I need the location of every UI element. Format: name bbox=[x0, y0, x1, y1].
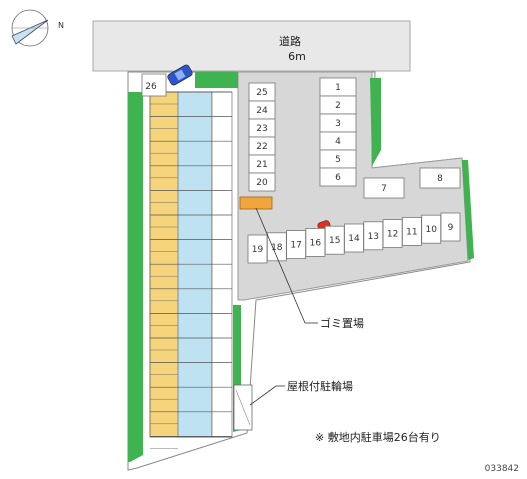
property-id: 033842 bbox=[485, 464, 519, 474]
stall-26-label: 26 bbox=[145, 82, 157, 92]
stall-11-label: 11 bbox=[406, 227, 417, 237]
stall-20 bbox=[248, 172, 276, 192]
stall-3-label: 3 bbox=[335, 119, 341, 129]
stall-19-label: 19 bbox=[252, 245, 264, 255]
stall-12-label: 12 bbox=[387, 230, 398, 240]
stall-23-label: 23 bbox=[256, 124, 267, 134]
compass-north-label: N bbox=[58, 21, 64, 30]
stall-2-label: 2 bbox=[335, 101, 341, 111]
stall-17-label: 17 bbox=[290, 241, 301, 251]
bicycle-leader bbox=[249, 385, 277, 406]
stall-26 bbox=[141, 73, 167, 97]
blue-car bbox=[167, 64, 193, 86]
stall-25-label: 25 bbox=[256, 88, 267, 98]
stall-5-label: 5 bbox=[335, 155, 341, 165]
stall-7 bbox=[363, 177, 405, 199]
parking-note: ※ 敷地内駐車場26台有り bbox=[315, 430, 441, 444]
road-label: 道路 bbox=[279, 34, 301, 48]
green-strip-right bbox=[370, 78, 381, 166]
road-width: 6m bbox=[288, 50, 306, 63]
green-strip-east bbox=[462, 160, 474, 260]
stall-9 bbox=[440, 212, 461, 242]
stalls-right-pair: 78 bbox=[363, 167, 461, 199]
stall-15-label: 15 bbox=[329, 236, 340, 246]
stall-6 bbox=[319, 167, 357, 187]
stall-1-label: 1 bbox=[335, 83, 341, 93]
apartment-building bbox=[149, 91, 233, 449]
stall-18-label: 18 bbox=[271, 243, 283, 253]
compass: N bbox=[11, 9, 64, 47]
stall-21-label: 21 bbox=[256, 160, 267, 170]
stall-6-label: 6 bbox=[335, 173, 341, 183]
stalls-upper-left: 25 24 23 22 21 20 bbox=[248, 82, 276, 192]
stall-22-label: 22 bbox=[256, 142, 267, 152]
stalls-bottom-row: 19 18 17 16 15 14 13 12 11 10 9 bbox=[247, 212, 461, 264]
garbage-leader bbox=[255, 207, 306, 324]
garbage-area bbox=[239, 196, 273, 210]
stall-8-label: 8 bbox=[437, 174, 443, 184]
stall-8 bbox=[419, 167, 461, 189]
garbage-label: ゴミ置場 bbox=[320, 316, 364, 330]
green-strip-left bbox=[128, 92, 143, 462]
stall-16-label: 16 bbox=[310, 238, 322, 248]
bicycle-label: 屋根付駐輪場 bbox=[287, 379, 353, 393]
stalls-upper-right: 1 2 3 4 5 6 bbox=[319, 77, 357, 187]
stall-4-label: 4 bbox=[335, 137, 341, 147]
stall-10-label: 10 bbox=[425, 225, 437, 235]
green-top bbox=[195, 72, 238, 88]
stall-24-label: 24 bbox=[256, 106, 268, 116]
stall-14-label: 14 bbox=[348, 234, 360, 244]
stall-20-label: 20 bbox=[256, 178, 268, 188]
stall-9-label: 9 bbox=[448, 223, 454, 233]
road bbox=[92, 20, 411, 72]
stall-7-label: 7 bbox=[381, 184, 387, 194]
stall-13-label: 13 bbox=[368, 232, 379, 242]
